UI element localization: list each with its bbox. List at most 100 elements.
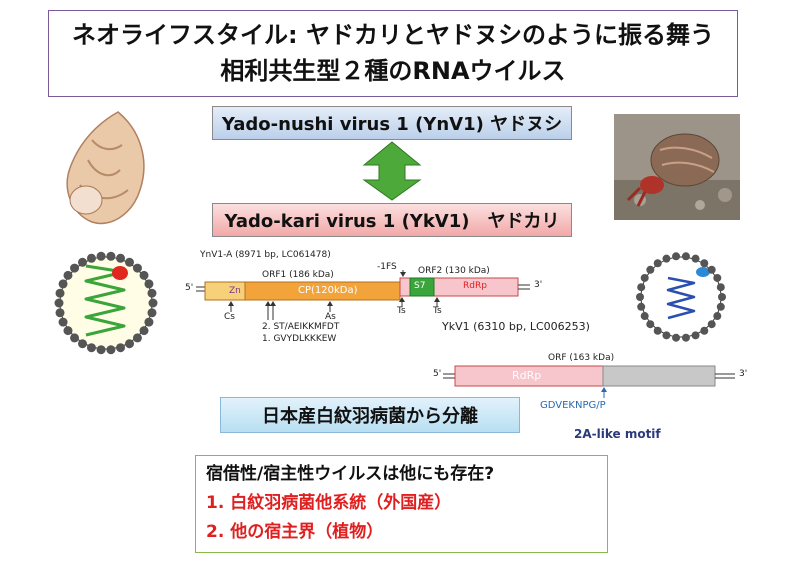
- zn-label: Zn: [229, 286, 241, 296]
- capsid-bead: [707, 320, 716, 329]
- host-item-1: 1. 白紋羽病菌他系統（外国産）: [206, 493, 452, 513]
- ykv1-genome-name: YkV1 (6310 bp, LC006253): [442, 320, 590, 333]
- capsid-bead: [637, 302, 646, 311]
- ynv1-three-prime: 3': [534, 280, 543, 290]
- capsid-bead: [148, 298, 158, 308]
- capsid-bead: [147, 288, 157, 298]
- capsid-bead: [646, 265, 655, 274]
- ykv1-label-box: Yado-kari virus 1 (YkV1) ヤドカリ: [212, 203, 572, 237]
- capsid-bead: [662, 254, 671, 263]
- capsid-bead: [144, 317, 154, 327]
- capsid-bead: [70, 333, 80, 343]
- cleavage-site-label: GDVEKNPG/P: [540, 400, 606, 411]
- capsid-bead: [132, 333, 142, 343]
- cs-label: Cs: [224, 312, 235, 322]
- ynv1-capsid-beads: [54, 251, 158, 355]
- capsid-bead: [70, 263, 80, 273]
- ykv1-label: Yado-kari virus 1 (YkV1) ヤドカリ: [224, 211, 560, 232]
- capsid-bead: [700, 326, 709, 335]
- title-line-2: 相利共生型２種のRNAウイルス: [220, 57, 566, 85]
- ykv1-gray-box: [602, 365, 716, 387]
- shell-illustration-icon: [66, 111, 145, 225]
- ts1-label: Ts: [397, 306, 406, 316]
- capsid-bead: [700, 259, 709, 268]
- capsid-bead: [55, 308, 65, 318]
- capsid-bead: [55, 288, 65, 298]
- capsid-bead: [132, 263, 142, 273]
- capsid-bead: [713, 273, 722, 282]
- capsid-bead: [106, 345, 116, 355]
- capsid-bead: [636, 293, 644, 301]
- motif2-st-label: 2. ST/AEIKKMFDT: [262, 322, 340, 332]
- ykv1-five-prime: 5': [433, 369, 442, 379]
- capsid-bead: [116, 253, 126, 263]
- orf2-label: ORF2 (130 kDa): [418, 266, 490, 276]
- origin-label: 日本産白紋羽病菌から分離: [262, 406, 478, 427]
- s7-box: [409, 277, 435, 297]
- double-arrow-icon: [362, 141, 422, 201]
- capsid-bead: [139, 326, 149, 336]
- ynv1-particle-icon: [59, 256, 153, 350]
- hermit-crab-photo: [614, 114, 740, 220]
- cp-label: CP(120kDa): [298, 285, 358, 296]
- capsid-bead: [681, 333, 690, 342]
- capsid-bead: [653, 326, 662, 335]
- capsid-bead: [78, 257, 87, 267]
- capsid-bead: [106, 251, 116, 261]
- capsid-bead: [78, 339, 87, 349]
- capsid-bead: [63, 326, 73, 336]
- ykv1-three-prime: 3': [739, 369, 748, 379]
- capsid-bead: [86, 253, 96, 263]
- capsid-bead: [716, 302, 725, 311]
- capsid-bead: [139, 270, 149, 280]
- capsid-bead: [718, 293, 726, 301]
- ynv1-rdrp-label: RdRp: [463, 281, 487, 291]
- capsid-bead: [86, 343, 96, 353]
- capsid-bead: [58, 279, 68, 289]
- capsid-bead: [672, 333, 681, 342]
- capsid-bead: [116, 343, 126, 353]
- s7-label: S7: [414, 281, 426, 291]
- capsid-bead: [653, 259, 662, 268]
- ynv1-genome-map: [196, 270, 530, 320]
- ts2-label: Ts: [433, 306, 442, 316]
- host-question: 宿借性/宿主性ウイルスは他にも存在?: [206, 464, 495, 484]
- capsid-bead: [96, 345, 106, 355]
- frameshift-label: -1FS: [377, 262, 397, 272]
- capsid-bead: [662, 331, 671, 340]
- capsid-bead: [637, 283, 646, 292]
- title-box: ネオライフスタイル: ヤドカリとヤドヌシのように振る舞う 相利共生型２種のRNA…: [48, 10, 738, 97]
- capsid-bead: [691, 331, 700, 340]
- motif1-gvy-label: 1. GVYDLKKKEW: [262, 334, 337, 344]
- host-item-2: 2. 他の宿主界（植物）: [206, 522, 384, 542]
- ykv1-capsid-beads: [636, 252, 726, 342]
- origin-box: 日本産白紋羽病菌から分離: [220, 397, 520, 433]
- ynv1-label: Yado-nushi virus 1 (YnV1) ヤドヌシ: [221, 114, 563, 135]
- as-label: As: [325, 312, 336, 322]
- capsid-bead: [646, 320, 655, 329]
- ynv1-five-prime: 5': [185, 283, 194, 293]
- capsid-bead: [707, 265, 716, 274]
- capsid-bead: [147, 308, 157, 318]
- capsid-bead: [125, 339, 134, 349]
- orf1-label: ORF1 (186 kDa): [262, 270, 334, 280]
- capsid-bead: [125, 257, 134, 267]
- capsid-bead: [54, 298, 64, 308]
- ykv1-orf-label: ORF (163 kDa): [548, 353, 615, 363]
- capsid-bead: [63, 270, 73, 280]
- ynv1-genome-name: YnV1-A (8971 bp, LC061478): [200, 250, 331, 260]
- capsid-bead: [144, 279, 154, 289]
- capsid-bead: [640, 273, 649, 282]
- capsid-bead: [58, 317, 68, 327]
- 2a-like-motif-label: 2A-like motif: [574, 427, 661, 441]
- capsid-bead: [640, 312, 649, 321]
- capsid-bead: [681, 252, 690, 261]
- capsid-bead: [96, 251, 106, 261]
- ykv1-rdrp-label: RdRp: [512, 369, 542, 382]
- ynv1-label-box: Yado-nushi virus 1 (YnV1) ヤドヌシ: [212, 106, 572, 140]
- title-line-1: ネオライフスタイル: ヤドカリとヤドヌシのように振る舞う: [72, 21, 714, 49]
- ykv1-genome-map: [443, 365, 735, 398]
- capsid-bead: [713, 312, 722, 321]
- host-range-box: 宿借性/宿主性ウイルスは他にも存在? 1. 白紋羽病菌他系統（外国産） 2. 他…: [195, 455, 608, 553]
